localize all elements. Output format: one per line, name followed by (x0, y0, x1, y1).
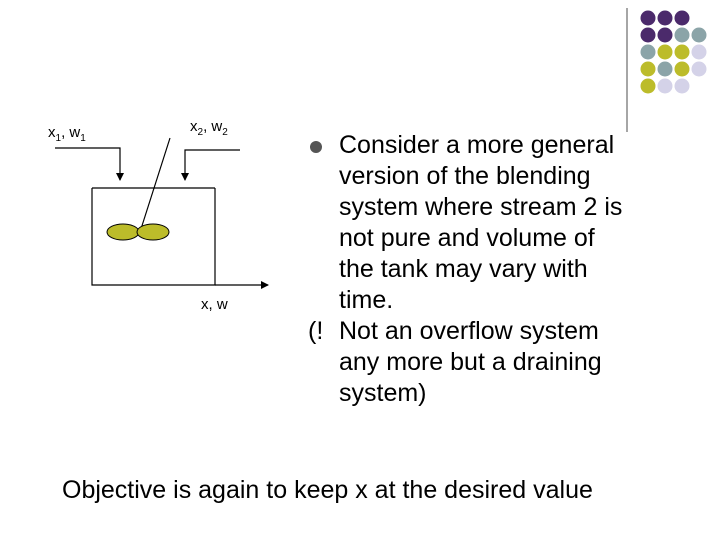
bullet-line-4: not pure and volume of (339, 224, 595, 252)
bullet-line-6: time. (339, 286, 394, 314)
note-line-1: (! Not an overflow system (308, 316, 698, 347)
inlet-1-label: x1, w1 (48, 124, 86, 144)
decorative-dot (657, 27, 673, 43)
decorative-dot (657, 78, 673, 94)
objective-statement: Objective is again to keep x at the desi… (62, 476, 593, 504)
bullet-line-5: the tank may vary with (339, 255, 588, 283)
bullet-marker (310, 141, 322, 153)
decorative-dot (691, 61, 707, 77)
decorative-dot (640, 27, 656, 43)
tank-vessel (91, 188, 216, 286)
note-text-1: Not an overflow system (339, 317, 599, 345)
inlet-2-label: x2, w2 (190, 118, 228, 138)
decorative-dot (640, 10, 656, 26)
impeller-blade-left (106, 223, 140, 241)
bullet-point: Consider a more general version of the b… (308, 130, 698, 409)
bullet-line-1: Consider a more general (339, 131, 615, 159)
decorative-dot (657, 61, 673, 77)
note-prefix: (! (308, 317, 324, 345)
decorative-dot (640, 44, 656, 60)
decorative-dot (640, 61, 656, 77)
decorative-dot (674, 61, 690, 77)
impeller-blade-right (136, 223, 170, 241)
decorative-dot (674, 78, 690, 94)
note-line-2: any more but a draining (339, 348, 602, 376)
bullet-line-3: system where stream 2 is (339, 193, 623, 221)
decorative-dot (657, 10, 673, 26)
decorative-dot (691, 44, 707, 60)
decorative-dot-grid (626, 8, 707, 132)
decorative-dot (674, 44, 690, 60)
decorative-dot (674, 10, 690, 26)
decorative-dot (674, 27, 690, 43)
decorative-dot (640, 78, 656, 94)
decorative-dot (657, 44, 673, 60)
decorative-dot (691, 27, 707, 43)
inlet-2-stream (181, 149, 240, 181)
blending-tank-diagram: x1, w1 x2, w2 x, w (48, 118, 269, 313)
bullet-line-2: version of the blending (339, 162, 591, 190)
mixer-shaft (139, 137, 171, 233)
outlet-label: x, w (201, 296, 228, 313)
inlet-1-stream (55, 147, 124, 181)
note-line-3: system) (339, 379, 427, 407)
